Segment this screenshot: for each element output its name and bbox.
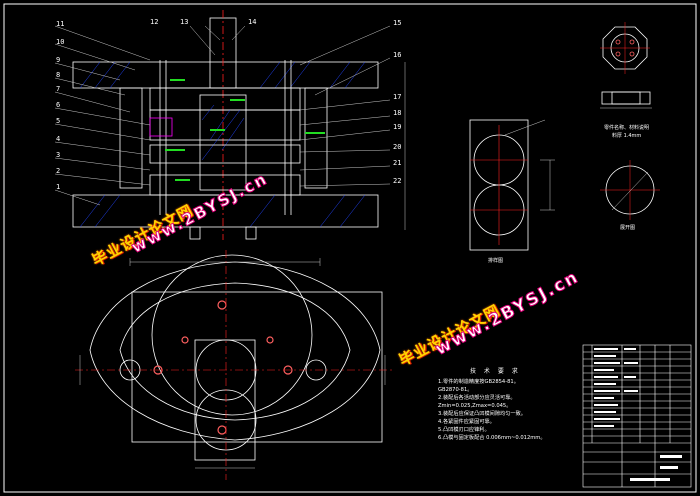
part-label: 6: [56, 101, 60, 109]
title-block-frame: [582, 344, 692, 488]
tech-requirement-line: 2.装配后各活动部分应灵活可靠。: [438, 395, 516, 401]
tech-requirement-line: 6.凸模与固定板配合 0.006mm~0.012mm。: [438, 435, 546, 441]
tech-requirement-line: 4.各紧固件应紧固可靠。: [438, 419, 495, 425]
blank-layout-caption: 排样图: [488, 258, 504, 264]
developed-view-caption: 展开图: [620, 225, 636, 231]
plan-view: [75, 250, 395, 480]
punch-holder: [149, 87, 301, 111]
part-label: 10: [56, 38, 64, 46]
part-label: 22: [393, 177, 401, 185]
part-caption-name: 零件名称、材料说明: [604, 125, 650, 131]
part-label: 19: [393, 123, 401, 131]
lower-die-plate: [72, 194, 379, 228]
tech-requirement-line: 5.凸凹模刃口应锋利。: [438, 427, 490, 433]
part-label: 18: [393, 109, 401, 117]
part-label: 8: [56, 71, 60, 79]
die-set-outline: [89, 261, 381, 441]
leader-lines-right: [189, 25, 406, 230]
part-label: 12: [150, 18, 158, 26]
tech-requirement-line: Zmin=0.025,Zmax=0.045。: [438, 403, 512, 409]
part-number-labels: 11 10 9 8 7 6 5 4 3 2 1 12 13 14 15 16 1…: [56, 18, 401, 191]
lower-plate-hatch: [79, 194, 366, 228]
tech-requirement-line: 3.装配后应保证凸凹模间隙均匀一致。: [438, 411, 526, 417]
fastener-markers: [165, 79, 325, 181]
part-label: 11: [56, 20, 64, 28]
part-label: 17: [393, 93, 401, 101]
title-block-text-marks: [594, 348, 682, 481]
upper-die-plate: [72, 61, 379, 89]
die-plate-inner-outline: [119, 282, 351, 421]
part-label: 7: [56, 85, 60, 93]
plan-rectangle-frame: [131, 291, 383, 443]
punch-plate: [149, 109, 301, 141]
title-block: [582, 344, 692, 488]
assembly-section-view: [72, 10, 379, 240]
part-label: 15: [393, 19, 401, 27]
part-label: 20: [393, 143, 401, 151]
main-punch: [199, 94, 247, 191]
part-label: 2: [56, 167, 60, 175]
die-block-circle: [151, 254, 313, 416]
blank-dimensions: [504, 119, 555, 211]
octagon-holes: [615, 39, 635, 57]
tech-requirements-list: 1.零件的制造精度按GB2854-81。 GB2870-81。 2.装配后各活动…: [438, 378, 588, 442]
tech-requirement-line: GB2870-81。: [438, 387, 473, 393]
left-guide-post: [119, 87, 143, 189]
tech-requirements-title: 技 术 要 求: [470, 368, 521, 375]
blank-centerlines: [470, 125, 528, 245]
part-label: 9: [56, 56, 60, 64]
blank-layout-view: [469, 119, 555, 251]
plan-centerlines: [75, 250, 395, 480]
sheet-border: [3, 3, 697, 493]
part-label: 4: [56, 135, 60, 143]
leader-lines-left: [54, 25, 151, 206]
part-label: 1: [56, 183, 60, 191]
part-label: 3: [56, 151, 60, 159]
part-side-view: [601, 91, 651, 105]
plan-dimension-lines: [79, 258, 386, 469]
right-guide-post: [304, 87, 328, 189]
left-spring: [149, 117, 173, 137]
part-caption-thickness: 料厚 1.4mm: [612, 133, 642, 139]
tech-requirement-line: 1.零件的制造精度按GB2854-81。: [438, 379, 519, 385]
part-label: 14: [248, 18, 256, 26]
part-label: 21: [393, 159, 401, 167]
part-detail-views: [600, 22, 660, 220]
octagon-top-view: [602, 26, 648, 70]
bolt-holes: [153, 300, 293, 435]
stripper-plate: [149, 144, 301, 164]
part-label: 16: [393, 51, 401, 59]
part-label: 13: [180, 18, 188, 26]
part-label: 5: [56, 117, 60, 125]
strip-frame: [469, 119, 529, 251]
